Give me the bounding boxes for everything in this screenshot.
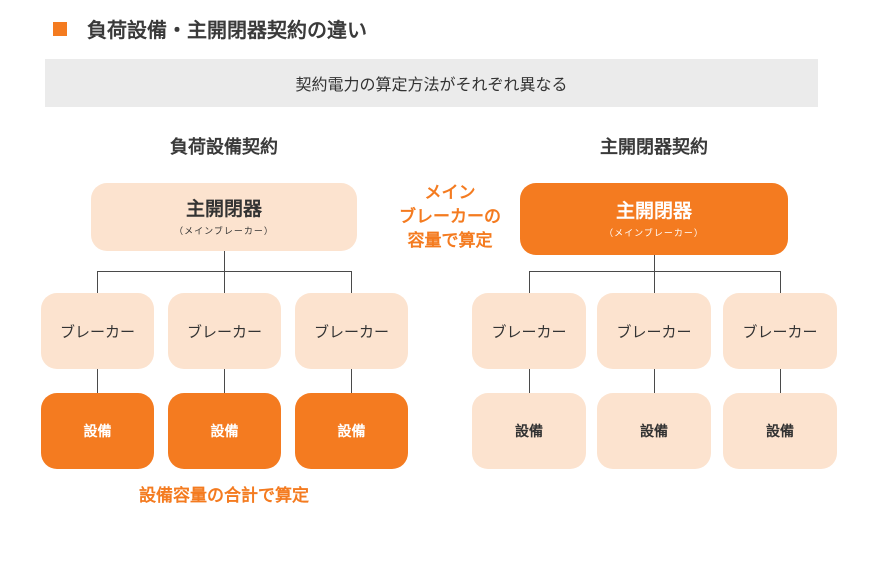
- main-switch-sublabel: （メインブレーカー）: [174, 226, 274, 237]
- left-breaker-1: ブレーカー: [41, 293, 154, 369]
- right-breaker-3: ブレーカー: [723, 293, 837, 369]
- right-breaker-1: ブレーカー: [472, 293, 586, 369]
- right-equip-line-1: [529, 369, 530, 393]
- right-calc-note: メイン ブレーカーの 容量で算定: [380, 181, 520, 253]
- right-note-line-3: 容量で算定: [407, 231, 493, 251]
- title-bullet-icon: [53, 22, 67, 36]
- equipment-label: 設備: [337, 424, 366, 440]
- breaker-label: ブレーカー: [313, 322, 389, 341]
- right-equipment-1: 設備: [472, 393, 586, 469]
- left-trunk-line: [224, 250, 225, 272]
- equipment-label: 設備: [766, 424, 794, 440]
- summary-banner: 契約電力の算定方法がそれぞれ異なる: [45, 59, 818, 107]
- right-note-line-1: メイン: [424, 183, 476, 203]
- right-equipment-3: 設備: [723, 393, 837, 469]
- left-drop-line-2: [224, 271, 225, 293]
- breaker-label: ブレーカー: [491, 322, 567, 341]
- main-switch-sublabel: （メインブレーカー）: [604, 228, 704, 239]
- right-breaker-2: ブレーカー: [597, 293, 711, 369]
- left-drop-line-1: [97, 271, 98, 293]
- equipment-label: 設備: [83, 424, 112, 440]
- left-equipment-1: 設備: [41, 393, 154, 469]
- left-calc-note: 設備容量の合計で算定: [139, 486, 309, 506]
- right-drop-line-1: [529, 271, 530, 293]
- breaker-label: ブレーカー: [186, 322, 262, 341]
- equipment-label: 設備: [210, 424, 239, 440]
- right-equip-line-2: [654, 369, 655, 393]
- summary-banner-text: 契約電力の算定方法がそれぞれ異なる: [295, 75, 568, 94]
- breaker-label: ブレーカー: [742, 322, 818, 341]
- equipment-label: 設備: [515, 424, 543, 440]
- left-equip-line-2: [224, 369, 225, 393]
- left-breaker-3: ブレーカー: [295, 293, 408, 369]
- right-drop-line-2: [654, 271, 655, 293]
- left-equipment-2: 設備: [168, 393, 281, 469]
- right-main-switch: 主開閉器 （メインブレーカー）: [520, 183, 788, 255]
- breaker-label: ブレーカー: [59, 322, 135, 341]
- equipment-label: 設備: [640, 424, 668, 440]
- left-equip-line-1: [97, 369, 98, 393]
- left-section-title: 負荷設備契約: [170, 137, 278, 158]
- right-section-title: 主開閉器契約: [600, 137, 708, 158]
- left-breaker-2: ブレーカー: [168, 293, 281, 369]
- right-trunk-line: [654, 254, 655, 272]
- right-note-line-2: ブレーカーの: [399, 207, 501, 227]
- right-equip-line-3: [780, 369, 781, 393]
- page-title: 負荷設備・主開閉器契約の違い: [87, 18, 367, 42]
- main-switch-label: 主開閉器: [185, 197, 262, 220]
- right-equipment-2: 設備: [597, 393, 711, 469]
- left-equipment-3: 設備: [295, 393, 408, 469]
- main-switch-label: 主開閉器: [615, 199, 692, 222]
- left-equip-line-3: [351, 369, 352, 393]
- right-drop-line-3: [780, 271, 781, 293]
- breaker-label: ブレーカー: [616, 322, 692, 341]
- left-drop-line-3: [351, 271, 352, 293]
- left-main-switch: 主開閉器 （メインブレーカー）: [91, 183, 357, 251]
